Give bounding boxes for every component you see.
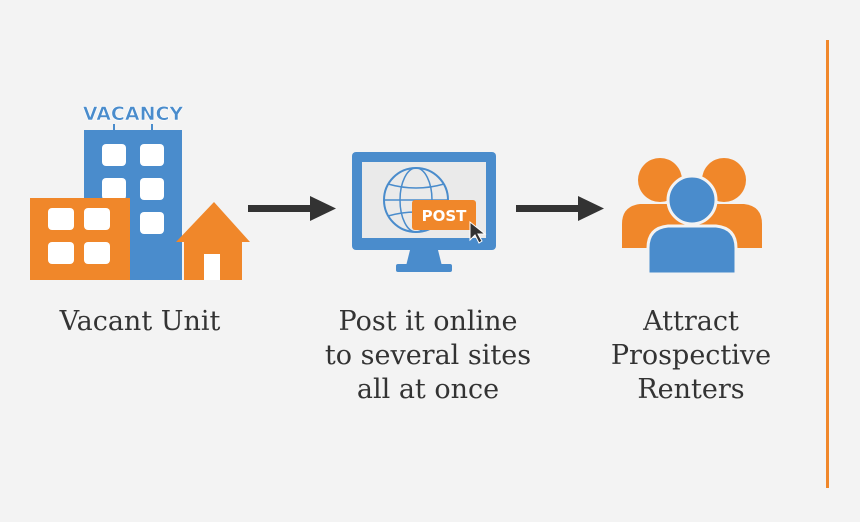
post-button-label: POST [422,207,468,225]
label-line: Renters [637,374,745,405]
post-button [412,200,476,230]
label-line: to several sites [324,340,532,371]
step-label-vacant-unit: Vacant Unit [40,305,240,339]
label-line: Prospective [610,340,772,371]
monitor-icon: POST [352,152,496,272]
people-icon [622,158,762,274]
step-label-attract-renters: Attract Prospective Renters [596,305,786,407]
step-label-post-online: Post it online to several sites all at o… [310,305,546,407]
divider-line [826,40,829,488]
arrow-right-icon [248,196,336,221]
label-line: Post it online [338,306,518,337]
label-line: Vacant Unit [59,306,221,337]
arrow-right-icon [516,196,604,221]
cursor-icon [469,220,487,244]
building-icon: VACANCY [30,103,250,280]
label-line: all at once [356,374,500,405]
vacancy-sign: VACANCY [83,103,184,125]
label-line: Attract [643,306,739,337]
